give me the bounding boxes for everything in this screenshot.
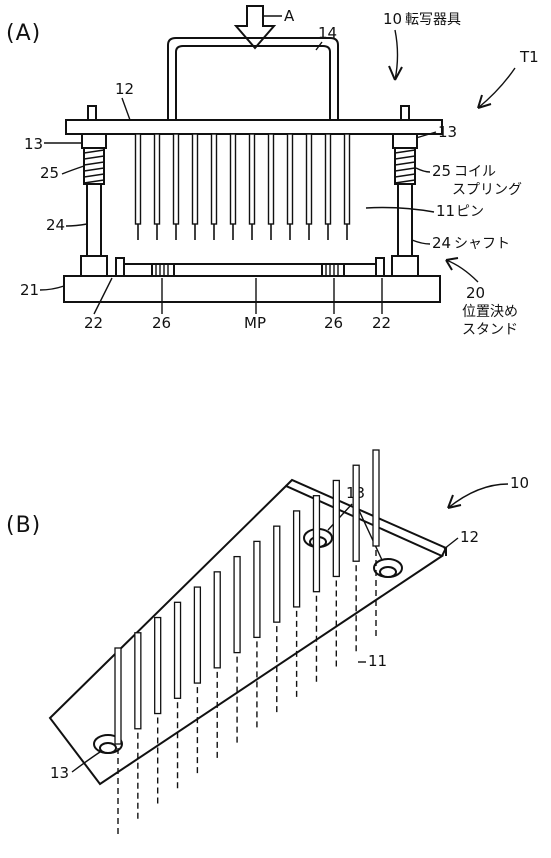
pin [172, 133, 180, 225]
label-25-left: 25 [40, 164, 59, 182]
pin [154, 616, 162, 715]
label-13-b-bottom: 13 [50, 764, 69, 782]
pin [286, 133, 294, 225]
pin [312, 495, 321, 593]
arrowhead-10 [388, 65, 403, 81]
label-13-right: 13 [438, 123, 457, 141]
pin [267, 133, 275, 225]
label-t1: T1 [519, 48, 539, 66]
workpiece-mp [123, 263, 377, 277]
pin [352, 464, 360, 562]
pin [233, 555, 241, 654]
shaft-base-left [80, 255, 108, 277]
pin [191, 133, 199, 225]
pin [229, 133, 237, 225]
handle-14 [167, 37, 339, 120]
pin [213, 571, 221, 669]
label-12: 12 [115, 80, 134, 98]
pad-26-left [151, 263, 175, 277]
label-26-right: 26 [324, 314, 343, 332]
shaft-24-right [397, 183, 413, 257]
label-10-jp: 転写器具 [405, 12, 461, 28]
pin [134, 632, 142, 730]
label-11: 11 [436, 202, 455, 220]
plate-12-perspective [48, 478, 448, 786]
pin [134, 133, 142, 225]
pin [273, 525, 281, 623]
pin [343, 133, 351, 225]
label-24-right: 24 [432, 234, 451, 252]
label-20-jp-1: 位置決め [462, 304, 518, 320]
arrow-a-icon [233, 5, 282, 50]
handle-14-inner [175, 45, 331, 120]
pin [372, 449, 380, 547]
shaft-base-right [391, 255, 419, 277]
label-21: 21 [20, 281, 39, 299]
block-22-left [115, 257, 125, 277]
pin [173, 601, 182, 699]
block-22-right [375, 257, 385, 277]
label-11-b: 11 [368, 652, 387, 670]
panel-label-b: (B) [6, 513, 41, 538]
label-22-left: 22 [84, 314, 103, 332]
pin [253, 540, 261, 639]
label-25-jp-2: スプリング [452, 182, 522, 198]
shaft-24-left [86, 183, 102, 257]
leader-10 [394, 29, 399, 81]
label-mp: MP [244, 314, 266, 332]
label-10-b: 10 [510, 474, 529, 492]
stand-21 [63, 275, 441, 303]
pins-11-perspective [114, 449, 380, 834]
label-20: 20 [466, 284, 485, 302]
label-25-jp-1: コイル [454, 164, 496, 180]
label-22-right: 22 [372, 314, 391, 332]
label-26-left: 26 [152, 314, 171, 332]
pin [153, 133, 161, 225]
bushing-13-b2 [373, 558, 403, 578]
label-25-right: 25 [432, 162, 451, 180]
label-arrow-a: A [284, 7, 295, 25]
leader-t1 [477, 67, 516, 109]
spring-25-right [394, 147, 416, 185]
label-24-jp: シャフト [454, 236, 510, 252]
pin [248, 133, 256, 225]
pin [210, 133, 218, 225]
label-11-jp: ピン [456, 204, 484, 220]
label-12-b: 12 [460, 528, 479, 546]
bushing-13-right [392, 133, 418, 149]
pin [324, 133, 332, 225]
label-20-jp-2: スタンド [462, 322, 518, 338]
top-plate-12 [65, 119, 443, 135]
pin [332, 479, 340, 578]
pin [292, 510, 301, 608]
label-14: 14 [318, 24, 337, 42]
label-10: 10 [383, 10, 402, 28]
pin [193, 586, 202, 684]
pin [305, 133, 313, 225]
pad-26-right [321, 263, 345, 277]
pin [114, 647, 122, 745]
spring-25-left [83, 147, 105, 185]
bushing-13-left [81, 133, 107, 149]
panel-label-a: (A) [6, 21, 41, 46]
label-24-left: 24 [46, 216, 65, 234]
pins-11 [134, 133, 351, 240]
arrowhead-t1 [477, 94, 492, 109]
label-13-left: 13 [24, 135, 43, 153]
